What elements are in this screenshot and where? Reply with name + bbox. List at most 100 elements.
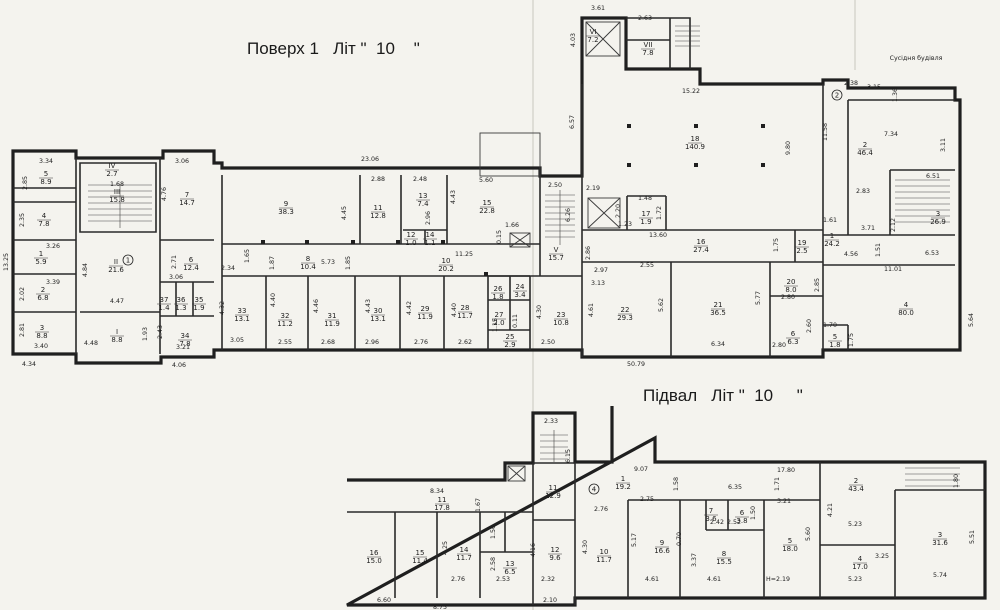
room-number: 23 [557, 311, 566, 319]
dimension-label: 1.68 [110, 181, 124, 188]
room-area: 7.2 [587, 36, 598, 44]
dimension-label: 1.67 [475, 498, 482, 512]
dimension-label: 5.51 [969, 530, 976, 544]
dimension-label: 3.06 [169, 274, 183, 281]
dimension-label: 4.34 [22, 361, 36, 368]
dimension-label: 4.61 [645, 576, 659, 583]
dimension-label: 0.15 [496, 230, 503, 244]
room-label: 63.8 [735, 509, 749, 525]
room-number: 17 [642, 210, 651, 218]
dimension-label: 3.26 [46, 243, 60, 250]
room-area: 11.7 [457, 312, 473, 320]
dimension-label: 6.26 [565, 208, 572, 222]
dimension-label: 4.43 [365, 299, 372, 313]
room-area: 13.1 [370, 315, 386, 323]
room-label: 141.1 [423, 231, 437, 247]
room-area: 17.8 [434, 504, 450, 512]
lift-symbol [507, 465, 526, 482]
room-area: 8.0 [785, 286, 796, 294]
dimension-label: 2.42 [710, 519, 724, 526]
room-label: 66.3 [786, 330, 800, 346]
dimension-label: 1.58 [673, 477, 680, 491]
room-number: 6 [189, 256, 194, 264]
dimension-label: 2.63 [638, 15, 652, 22]
dimension-label: 50.79 [627, 361, 645, 368]
room-number: 10 [600, 548, 609, 556]
room-number: 20 [787, 278, 796, 286]
room-label: 326.9 [930, 210, 946, 226]
room-number: 9 [660, 539, 664, 547]
dimension-label: 3.71 [861, 225, 875, 232]
room-label: 810.4 [300, 255, 316, 271]
dimension-label: 4.40 [270, 293, 277, 307]
room-area: 16.6 [654, 547, 670, 555]
room-number: 24 [516, 283, 525, 291]
dimension-label: 4.42 [406, 301, 413, 315]
room-label: 246.4 [857, 141, 873, 157]
room-area: 3.8 [736, 517, 747, 525]
dimension-label: 6.57 [569, 115, 576, 129]
dimension-label: 2.88 [371, 176, 385, 183]
dimension-label: 4.25 [442, 541, 449, 555]
dimension-label: H=2.19 [766, 576, 790, 583]
room-number: IV [109, 162, 116, 170]
dimension-label: 3.11 [940, 138, 947, 152]
room-number: 9 [284, 200, 288, 208]
room-area: 1.1 [424, 239, 435, 247]
dimension-label: 8.34 [430, 488, 444, 495]
room-number: 16 [370, 549, 379, 557]
dimension-label: 2.12 [890, 218, 897, 232]
dimension-label: 5.77 [755, 291, 762, 305]
dimension-label: 2.48 [413, 176, 427, 183]
dimension-label: 2.83 [856, 188, 870, 195]
dimension-label: 2.55 [278, 339, 292, 346]
dimension-label: 4.48 [84, 340, 98, 347]
dimension-label: 4.56 [844, 251, 858, 258]
room-area: 6.5 [504, 568, 515, 576]
room-area: 27.4 [693, 246, 709, 254]
neighbour-building-label: Сусідня будівля [890, 54, 943, 62]
floor1-stairs [88, 21, 950, 276]
dimension-label: 15.22 [682, 88, 700, 95]
lift-symbol [585, 21, 621, 57]
dimension-label: 2.43 [157, 325, 164, 339]
room-number: 13 [419, 192, 428, 200]
room-area: 15.7 [548, 254, 564, 262]
room-label: 361.3 [174, 296, 188, 312]
room-label: I8.8 [110, 328, 124, 344]
dimension-label: 3.39 [46, 279, 60, 286]
room-number: 37 [160, 296, 169, 304]
room-number: 11 [549, 484, 558, 492]
room-label: 261.8 [491, 285, 505, 301]
room-area: 11.7 [456, 554, 472, 562]
room-label: 51.8 [828, 333, 842, 349]
room-label: 15.9 [34, 250, 48, 266]
dimension-label: 2.68 [321, 339, 335, 346]
room-label: 480.0 [898, 301, 914, 317]
dimension-label: 3.21 [777, 498, 791, 505]
dimension-label: 6.51 [926, 173, 940, 180]
room-number: 8 [306, 255, 310, 263]
room-label: 351.9 [192, 296, 206, 312]
room-number: 16 [697, 238, 706, 246]
room-label: 38.8 [35, 324, 49, 340]
room-label: 916.6 [654, 539, 670, 555]
room-area: 10.8 [553, 319, 569, 327]
room-number: I [116, 328, 118, 336]
dimension-label: 3.34 [39, 158, 53, 165]
dimension-label: 2.52 [727, 519, 741, 526]
room-number: 7 [709, 507, 713, 515]
dimension-label: 2.53 [496, 576, 510, 583]
dimension-label: 1.61 [823, 217, 837, 224]
dimension-label: 2.60 [806, 319, 813, 333]
room-area: 1.9 [640, 218, 651, 226]
room-number: 8 [722, 550, 726, 558]
room-number: 34 [181, 332, 190, 340]
room-label: 208.0 [784, 278, 798, 294]
